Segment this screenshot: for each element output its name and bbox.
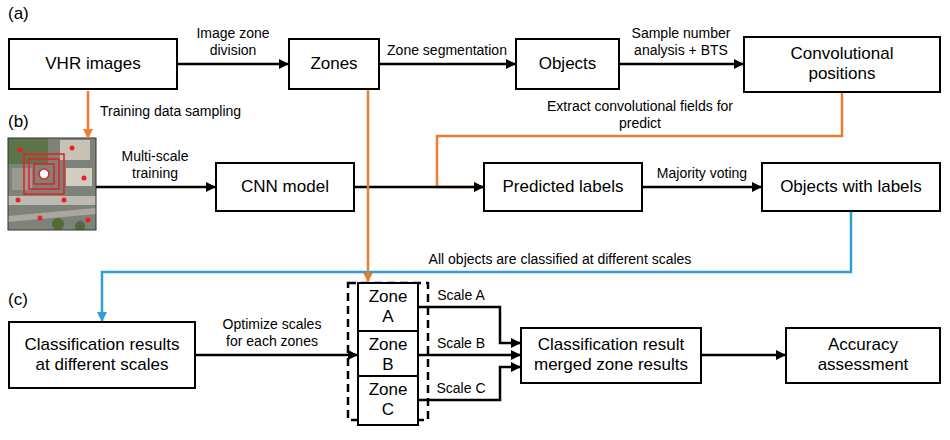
aerial-tree: [52, 218, 64, 230]
sample-dots: [16, 146, 91, 223]
box-text: CNN model: [241, 177, 329, 197]
flow-arrow: [355, 186, 483, 189]
aerial-image: [8, 138, 96, 230]
box-text: VHR images: [45, 54, 140, 74]
box-text: Classification result merged zone result…: [532, 335, 690, 376]
zone-box: Zone C: [357, 375, 419, 426]
flow-arrow: [102, 212, 851, 321]
model-box: CNN model: [215, 162, 355, 212]
sample-dot: [70, 146, 75, 151]
flow-arrow: [643, 186, 761, 189]
sample-dot: [82, 176, 87, 181]
panel-letter: (b): [6, 112, 31, 132]
flow-arrow: [419, 354, 520, 357]
process-box: Objects: [515, 38, 620, 90]
arrow-label: All objects are classified at different …: [427, 251, 694, 268]
flow-arrow: [196, 354, 357, 357]
process-box: Predicted labels: [483, 162, 643, 212]
box-text: Convolutional positions: [755, 44, 929, 85]
box-text: Predicted labels: [503, 177, 624, 197]
panel-letter: (c): [6, 290, 30, 310]
box-text: Zone A: [362, 287, 414, 328]
zone-box: Zone A: [357, 282, 419, 333]
aerial-building: [66, 168, 92, 186]
process-box: Convolutional positions: [743, 36, 941, 93]
box-text: Accuracy assessment: [797, 335, 929, 376]
box-text: Classification results at different scal…: [20, 335, 184, 376]
aerial-tree: [75, 221, 85, 230]
process-box: VHR images: [8, 38, 178, 90]
arrow-label: Extract convolutional fields for predict: [540, 98, 740, 132]
aerial-road: [8, 196, 96, 205]
process-box: Objects with labels: [761, 162, 941, 212]
box-text: Objects: [539, 54, 597, 74]
result-box: Classification results at different scal…: [8, 321, 196, 389]
sample-dot: [38, 216, 43, 221]
flow-arrow: [367, 90, 370, 282]
arrow-label: Image zone division: [183, 25, 283, 59]
box-text: Zone C: [362, 380, 414, 421]
aerial-rail: [8, 208, 96, 222]
arrow-label: Zone segmentation: [385, 42, 509, 59]
multi-scale-windows: [24, 154, 64, 194]
arrow-label: Optimize scales for each zones: [212, 316, 332, 350]
box-text: Zone B: [362, 335, 414, 376]
flow-arrow: [620, 63, 743, 66]
aerial-trees: [8, 138, 48, 164]
sample-point: [39, 169, 49, 179]
flow-arrow: [178, 63, 288, 66]
flow-arrow: [380, 63, 515, 66]
box-text: Zones: [310, 54, 357, 74]
image-frame: [8, 138, 96, 230]
scale-window: [34, 164, 54, 184]
arrow-label: Scale C: [434, 380, 487, 397]
result-box: Classification result merged zone result…: [520, 327, 702, 384]
step-label: Training data sampling: [98, 103, 243, 120]
panel-letter: (a): [6, 4, 31, 24]
process-box: Zones: [288, 38, 380, 90]
training-arrow: [96, 186, 215, 189]
box-text: Objects with labels: [780, 177, 922, 197]
step-label: Multi-scale training: [100, 148, 210, 182]
scale-window: [29, 159, 59, 189]
arrow-label: Majority voting: [655, 165, 749, 182]
sample-dot: [16, 198, 21, 203]
sample-dot: [62, 198, 67, 203]
flow-arrow: [702, 354, 785, 357]
arrow-label: Scale B: [435, 335, 487, 352]
scale-window: [24, 154, 64, 194]
aerial-ground: [8, 138, 96, 230]
assessment-box: Accuracy assessment: [785, 327, 941, 384]
flow-arrow: [419, 367, 520, 400]
arrow-label: Sample number analysis + BTS: [624, 25, 739, 59]
sample-dot: [86, 218, 91, 223]
sampling-arrow: [87, 91, 90, 138]
zone-box: Zone B: [357, 330, 419, 381]
sample-dot: [18, 148, 23, 153]
arrow-label: Scale A: [435, 287, 486, 304]
